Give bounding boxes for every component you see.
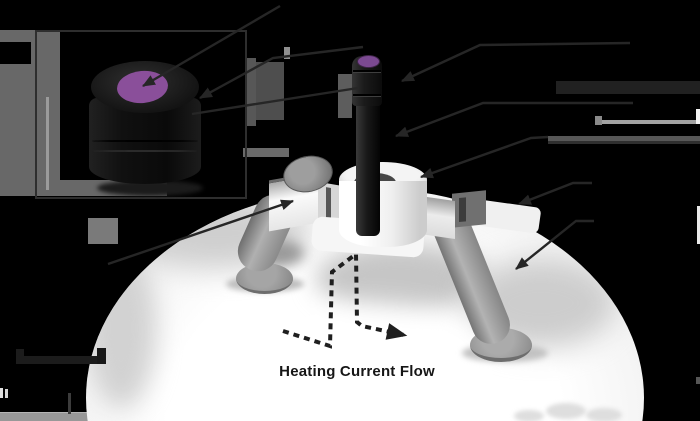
cap-crease (92, 140, 198, 142)
residue-patch (256, 62, 284, 120)
dome-texture (514, 410, 544, 421)
thumbnail-shadow (97, 180, 203, 196)
residue-patch (548, 141, 700, 144)
clamp-groove (459, 197, 466, 223)
post-ridge (353, 70, 381, 72)
residue-patch (5, 389, 8, 398)
dome-texture (546, 403, 586, 419)
residue-patch (548, 136, 700, 142)
post-ridge (353, 72, 381, 73)
center-holder (339, 181, 427, 247)
residue-patch (68, 393, 71, 414)
heating-current-flow-label: Heating Current Flow (279, 363, 435, 380)
dome-shading (86, 248, 156, 408)
residue-patch (338, 74, 352, 118)
post-ridge (353, 94, 381, 96)
leader-arrow (401, 41, 631, 83)
dome-texture (586, 408, 622, 421)
residue-patch (697, 206, 700, 244)
scale-bar-end (16, 349, 24, 364)
residue-patch (596, 120, 700, 124)
residue-patch (46, 97, 49, 190)
residue-patch (243, 148, 289, 157)
residue-patch (696, 109, 700, 124)
residue-patch (284, 47, 290, 59)
right-clamp-block (452, 190, 486, 228)
center-post (356, 104, 380, 236)
leader-arrow (517, 181, 592, 206)
scale-bar (16, 356, 106, 364)
residue-patch (246, 58, 256, 126)
residue-patch (556, 81, 700, 94)
scale-bar-end (97, 348, 106, 364)
residue-patch (696, 377, 700, 384)
residue-patch (0, 42, 31, 64)
leader-arrow (419, 135, 549, 179)
residue-patch (595, 116, 602, 125)
cap-crease (93, 150, 197, 152)
residue-patch (0, 388, 3, 398)
residue-patch (88, 218, 118, 244)
post-ridge (353, 96, 381, 97)
post-tip-aperture (357, 55, 380, 68)
